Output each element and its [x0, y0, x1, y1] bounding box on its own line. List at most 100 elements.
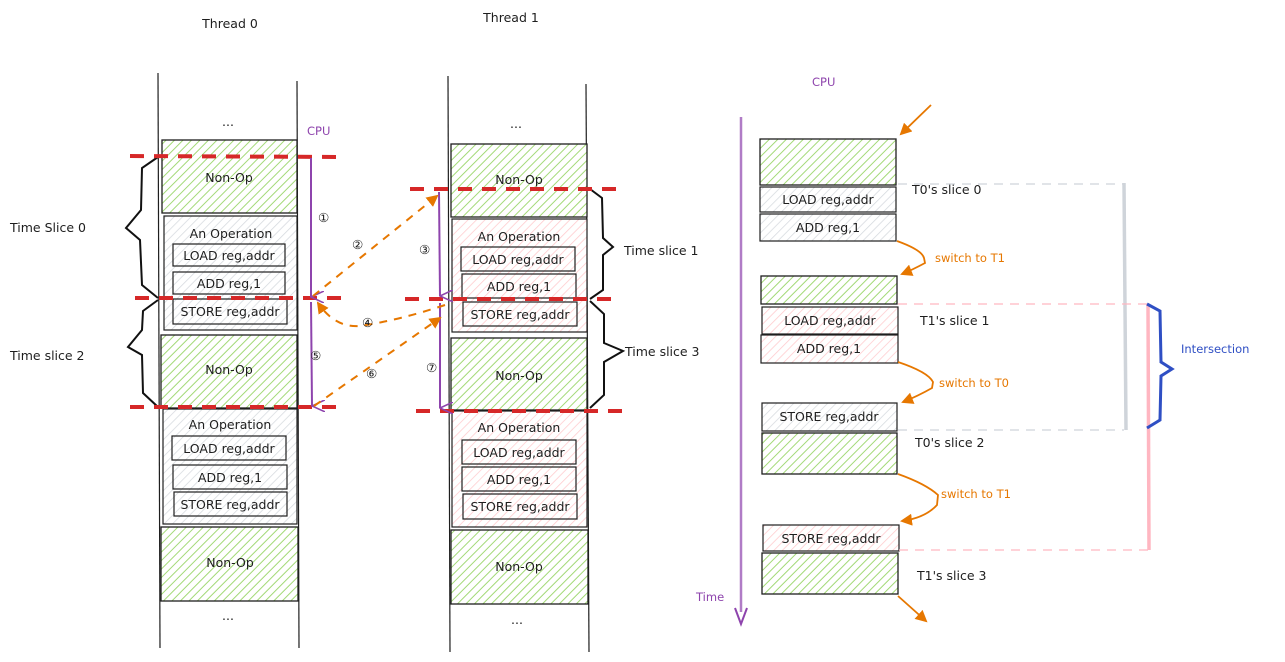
switch-label: switch to T1 — [941, 487, 1011, 501]
nonop-label: Non-Op — [495, 368, 543, 383]
timeline-nonop-block — [760, 275, 898, 305]
timeline-nonop-block — [761, 432, 898, 475]
instruction-box — [460, 246, 576, 272]
step-5-marker: ⑤ — [310, 348, 321, 363]
nonop-block — [160, 334, 298, 409]
step-1-marker: ① — [318, 210, 329, 225]
time-slice-1-label: Time slice 1 — [623, 243, 699, 258]
slice-label: T0's slice 0 — [911, 182, 982, 197]
slice-boundary-line — [129, 154, 341, 159]
timeline-cpu-label: CPU — [812, 75, 835, 89]
nonop-label: Non-Op — [205, 170, 253, 185]
instruction-label: LOAD reg,addr — [183, 248, 275, 263]
instruction-box — [462, 493, 578, 520]
instruction-label: LOAD reg,addr — [473, 445, 565, 460]
thread-0-left-wall — [157, 72, 161, 649]
instruction-label: ADD reg,1 — [198, 470, 262, 485]
time-slice-2-brace — [126, 299, 159, 408]
timeline-nonop-block — [759, 138, 897, 186]
thread-0: Thread 0 ... Non-Op An Operation LOAD re… — [9, 16, 300, 649]
instruction-box — [172, 464, 288, 490]
timeline-nonop-block — [761, 552, 899, 595]
step-3-marker: ③ — [419, 242, 430, 257]
operation-label: An Operation — [190, 226, 273, 241]
time-axis-arrowhead — [734, 607, 748, 627]
cpu-flow: CPU ① ② ③ ④ ⑤ ⑥ ⑦ — [307, 124, 445, 408]
step-7-marker: ⑦ — [426, 360, 437, 375]
slice-label: T1's slice 1 — [919, 313, 989, 328]
timeline-t0-block — [759, 186, 897, 213]
instruction-label: LOAD reg,addr — [183, 441, 275, 456]
instruction-box — [173, 491, 288, 517]
switch-arrow — [897, 361, 934, 404]
switch-label: switch to T1 — [935, 251, 1005, 265]
instruction-label: ADD reg,1 — [487, 472, 551, 487]
instruction-label: ADD reg,1 — [197, 276, 261, 291]
time-slice-3-label: Time slice 3 — [624, 344, 700, 359]
time-slice-1-brace — [589, 188, 615, 300]
time-axis-label: Time — [695, 590, 724, 604]
operation-label: An Operation — [478, 229, 561, 244]
timeline-t0-block — [761, 402, 898, 432]
instruction-box — [461, 273, 577, 299]
timeline-block-label: STORE reg,addr — [781, 531, 881, 546]
instruction-box — [171, 435, 287, 461]
thread-1: Thread 1 ... Non-Op An Operation LOAD re… — [447, 10, 700, 653]
cpu-timeline: CPU Time LOAD reg,addr ADD reg,1 LOAD re… — [695, 75, 1249, 627]
switch-arrow-step-2 — [312, 194, 439, 297]
timeline-t1-block — [761, 306, 899, 335]
nonop-label: Non-Op — [495, 559, 543, 574]
timeline-t0-block — [759, 213, 897, 242]
thread-1-ellipsis-top: ... — [510, 116, 522, 131]
thread-1-ellipsis-bottom: ... — [511, 612, 523, 627]
instruction-box — [461, 439, 577, 465]
switch-arrow — [897, 473, 939, 526]
cpu-arrow-step-5 — [310, 301, 312, 406]
timeline-entry-arrow — [899, 104, 932, 136]
nonop-block — [450, 337, 588, 411]
instruction-box — [172, 298, 288, 325]
t0-range-bar — [1122, 182, 1128, 431]
timeline-t1-block — [760, 334, 899, 364]
instruction-label: ADD reg,1 — [487, 279, 551, 294]
step-4-marker: ④ — [362, 315, 373, 330]
cpu-arrow-step-3 — [438, 191, 440, 296]
operation-label: An Operation — [478, 420, 561, 435]
instruction-box — [461, 466, 577, 492]
instruction-box — [172, 271, 286, 295]
slice-label: T1's slice 3 — [916, 568, 986, 583]
time-slice-2-label: Time slice 2 — [9, 348, 85, 363]
instruction-box — [462, 301, 578, 327]
nonop-block — [450, 143, 588, 218]
timeline-t1-block — [762, 524, 900, 552]
timeline-block-label: LOAD reg,addr — [782, 192, 874, 207]
timeline-block-label: LOAD reg,addr — [784, 313, 876, 328]
thread-1-title: Thread 1 — [482, 10, 539, 25]
nonop-block — [450, 529, 589, 605]
timeline-block-label: STORE reg,addr — [779, 409, 879, 424]
nonop-label: Non-Op — [495, 172, 543, 187]
step-2-marker: ② — [352, 237, 363, 252]
time-slice-0-brace — [124, 156, 159, 299]
instruction-label: STORE reg,addr — [470, 499, 570, 514]
intersection-label: Intersection — [1181, 342, 1249, 356]
thread-0-title: Thread 0 — [201, 16, 258, 31]
timeline-exit-arrow — [897, 595, 928, 623]
switch-label: switch to T0 — [939, 376, 1009, 390]
switch-arrow-step-6 — [313, 316, 442, 407]
time-slice-0-label: Time Slice 0 — [9, 220, 86, 235]
thread-0-ellipsis-bottom: ... — [222, 608, 234, 623]
instruction-label: LOAD reg,addr — [472, 252, 564, 267]
intersection-brace — [1146, 302, 1175, 430]
slice-label: T0's slice 2 — [914, 435, 984, 450]
nonop-label: Non-Op — [206, 555, 254, 570]
instruction-box — [172, 243, 286, 267]
nonop-block — [160, 526, 299, 602]
switch-arrow-step-4 — [316, 301, 446, 328]
thread-1-left-wall — [447, 75, 451, 653]
cpu-label: CPU — [307, 124, 330, 138]
timeline-block-label: ADD reg,1 — [797, 341, 861, 356]
instruction-label: STORE reg,addr — [180, 304, 280, 319]
instruction-label: STORE reg,addr — [180, 497, 280, 512]
